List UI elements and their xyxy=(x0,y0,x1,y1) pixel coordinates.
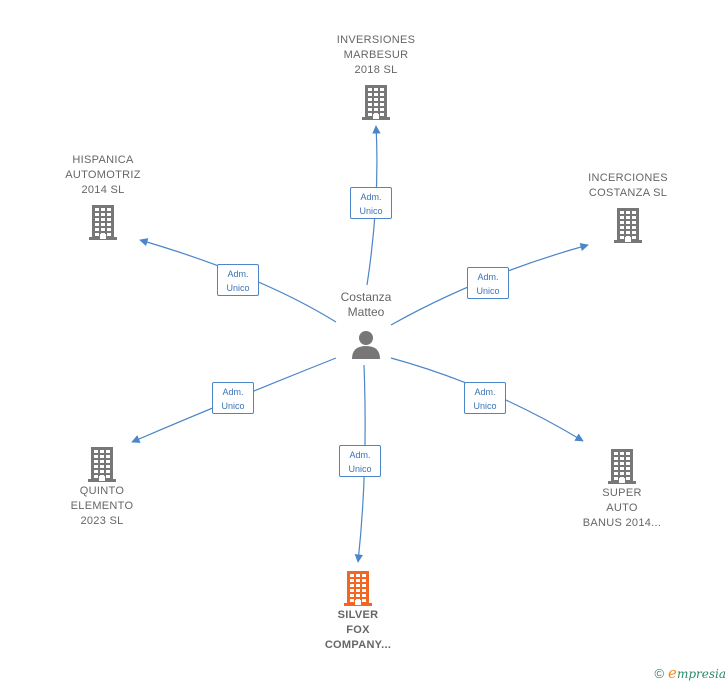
edge-label-super[interactable]: Adm. Unico xyxy=(464,382,506,414)
building-icon xyxy=(362,85,390,120)
company-name: HISPANICA AUTOMOTRIZ 2014 SL xyxy=(65,154,141,196)
edge-label-inversiones[interactable]: Adm. Unico xyxy=(350,187,392,219)
building-icon xyxy=(88,447,116,482)
edge-label-silver[interactable]: Adm. Unico xyxy=(339,445,381,477)
brand-name: mpresia xyxy=(676,667,726,681)
company-name: SUPER AUTO BANUS 2014... xyxy=(582,487,662,529)
brand-initial: e xyxy=(668,664,677,682)
person-icon xyxy=(352,331,380,359)
company-node-silver[interactable]: SILVER FOX COMPANY... xyxy=(308,570,408,653)
building-icon xyxy=(344,571,372,606)
building-icon xyxy=(89,205,117,240)
company-name: QUINTO ELEMENTO 2023 SL xyxy=(70,485,134,527)
company-node-inversiones[interactable]: INVERSIONES MARBESUR 2018 SL xyxy=(326,33,426,120)
company-node-incerciones[interactable]: INCERCIONES COSTANZA SL xyxy=(578,171,678,243)
copyright-symbol: © xyxy=(654,665,665,681)
center-person[interactable]: Costanza Matteo xyxy=(316,290,416,359)
building-icon xyxy=(608,449,636,484)
brand-logo: empresia xyxy=(668,664,726,682)
edge-label-incerciones[interactable]: Adm. Unico xyxy=(467,267,509,299)
edge-label-hispanica[interactable]: Adm. Unico xyxy=(217,264,259,296)
edge-label-quinto[interactable]: Adm. Unico xyxy=(212,382,254,414)
footer-brand[interactable]: © empresia xyxy=(654,664,726,682)
person-name: Costanza Matteo xyxy=(340,290,392,319)
company-node-hispanica[interactable]: HISPANICA AUTOMOTRIZ 2014 SL xyxy=(53,153,153,240)
company-node-quinto[interactable]: QUINTO ELEMENTO 2023 SL xyxy=(52,446,152,529)
company-node-super[interactable]: SUPER AUTO BANUS 2014... xyxy=(572,448,672,531)
company-name: INCERCIONES COSTANZA SL xyxy=(588,172,668,199)
company-name: INVERSIONES MARBESUR 2018 SL xyxy=(336,34,416,76)
company-name: SILVER FOX COMPANY... xyxy=(324,609,392,651)
building-icon xyxy=(614,208,642,243)
